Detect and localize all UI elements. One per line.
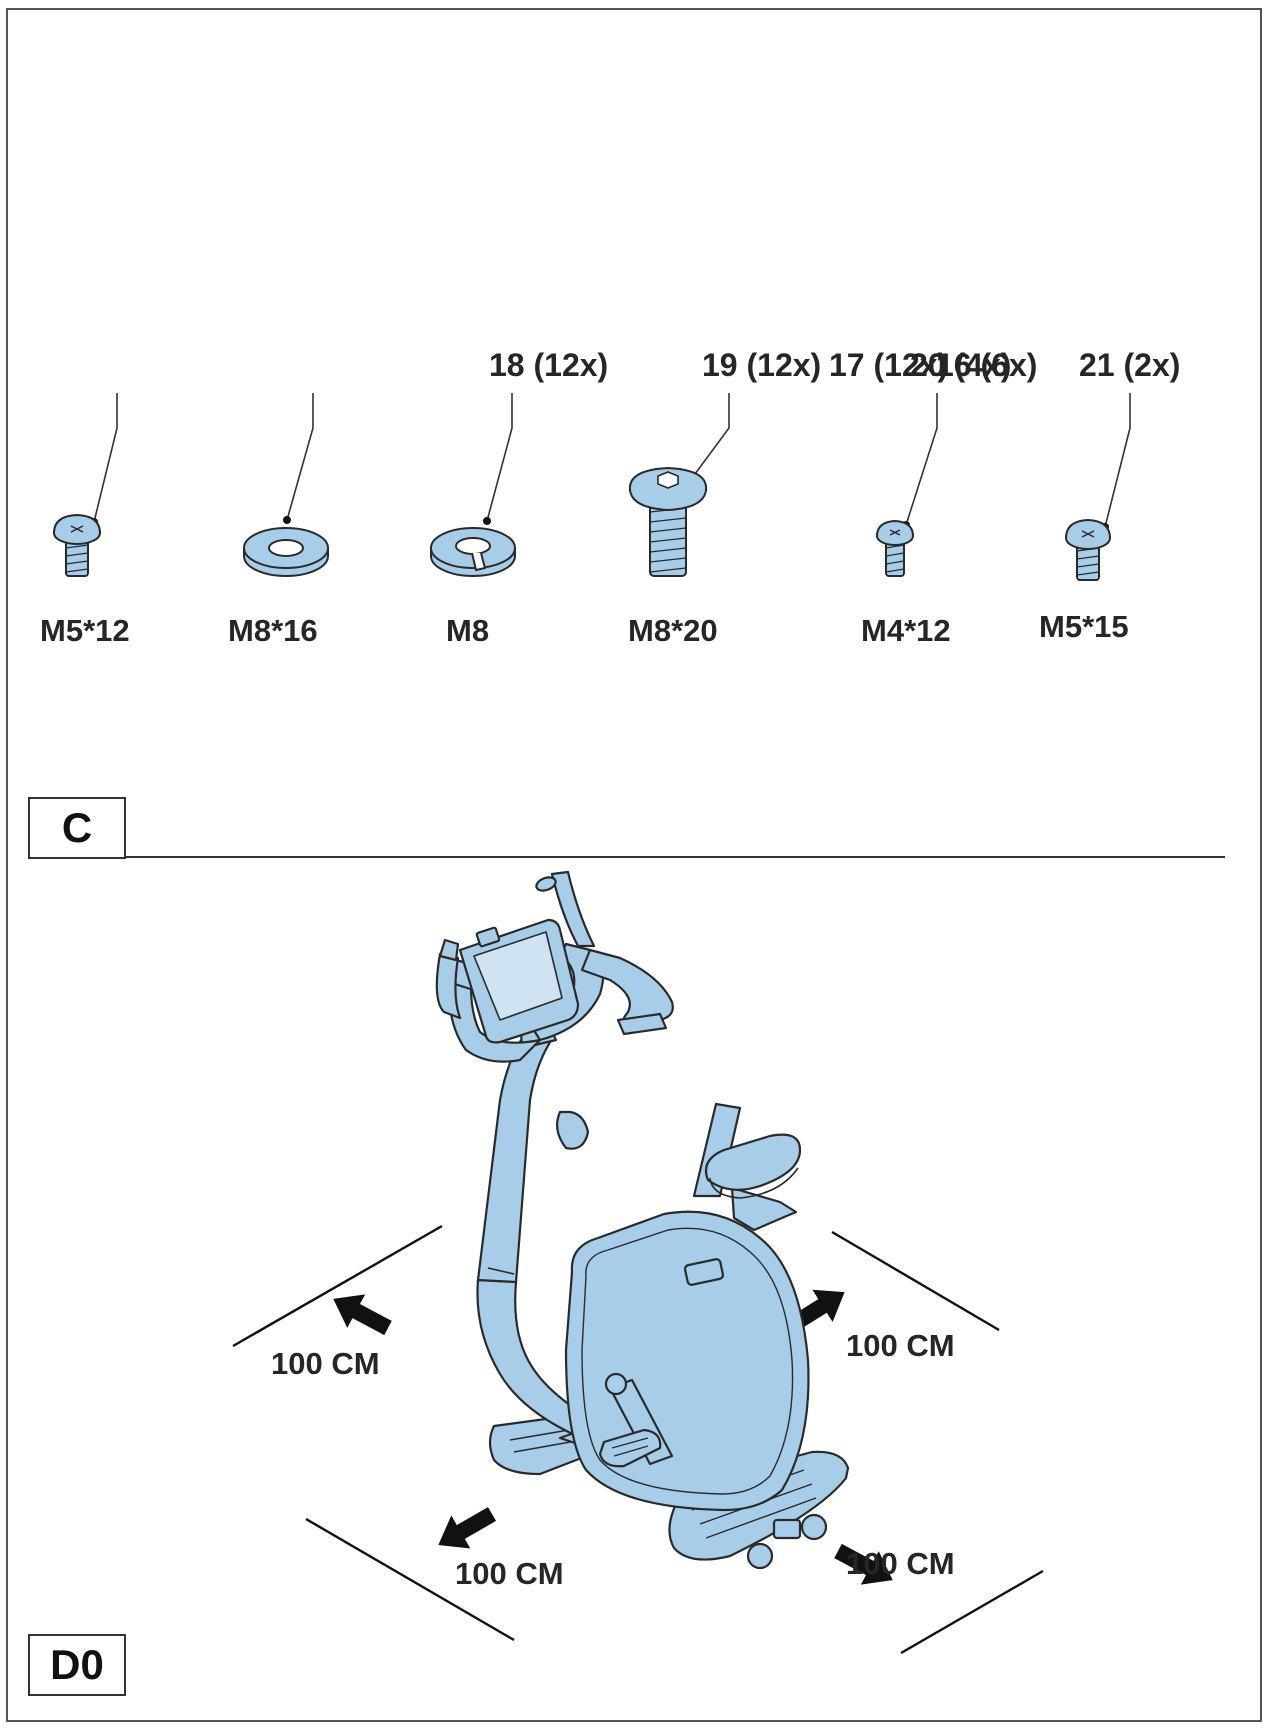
size-label-m4x12: M4*12 xyxy=(861,613,951,648)
clearance-label-back-left: 100 CM xyxy=(271,1346,380,1381)
arrow-back-left-icon xyxy=(333,1294,392,1336)
bolt-m8x20-icon xyxy=(628,466,708,577)
washer-m8x16-icon xyxy=(243,527,329,577)
leader-lines xyxy=(93,393,1131,528)
clearance-label-front-left: 100 CM xyxy=(455,1556,564,1591)
size-label-m8x16: M8*16 xyxy=(228,613,318,648)
step-label-c-text: C xyxy=(61,804,93,851)
qty-label-18: 18 (12x) xyxy=(489,347,609,383)
qty-label-16: 16 (6x) xyxy=(936,347,1038,383)
size-label-m8: M8 xyxy=(446,613,490,648)
qty-label-21: 21 (2x) xyxy=(1079,347,1181,383)
arrow-front-left-icon xyxy=(438,1507,496,1549)
qty-label-20: 20 (4x) xyxy=(910,347,1012,383)
exercise-bike-illustration xyxy=(435,870,850,1570)
clearance-line-left xyxy=(232,1224,443,1348)
step-label-c: C xyxy=(28,797,126,859)
size-label-m5x15: M5*15 xyxy=(1039,609,1129,644)
leader-line-m5x15 xyxy=(1104,393,1131,528)
qty-label-19: 19 (12x) xyxy=(702,347,822,383)
arrow-front-right-icon xyxy=(834,1543,893,1585)
step-label-d0: D0 xyxy=(28,1634,126,1696)
screw-m5x15-icon xyxy=(1065,518,1111,581)
screw-m5x12-icon xyxy=(53,513,101,577)
leader-line-m5x12 xyxy=(93,393,118,523)
leader-line-m8 xyxy=(486,393,513,522)
leader-dots xyxy=(90,474,1109,531)
clearance-line-front-right xyxy=(900,1569,1044,1655)
size-label-m8x20: M8*20 xyxy=(628,613,718,648)
clearance-line-front-left xyxy=(305,1517,515,1642)
leader-line-m8x16 xyxy=(286,393,314,521)
step-label-d0-text: D0 xyxy=(50,1641,104,1688)
clearance-line-right xyxy=(831,1230,1000,1332)
size-label-m5x12: M5*12 xyxy=(40,613,130,648)
screw-m4x12-icon xyxy=(876,519,914,577)
lock-washer-m8-icon xyxy=(430,527,516,577)
page-frame xyxy=(6,8,1262,1722)
clearance-label-front-right: 100 CM xyxy=(846,1546,955,1581)
leader-line-m8x20 xyxy=(691,393,730,479)
qty-label-17: 17 (12x) xyxy=(829,347,949,383)
clearance-lines xyxy=(232,1224,1044,1655)
clearance-label-back-right: 100 CM xyxy=(846,1328,955,1363)
leader-line-m4x12 xyxy=(905,393,938,526)
